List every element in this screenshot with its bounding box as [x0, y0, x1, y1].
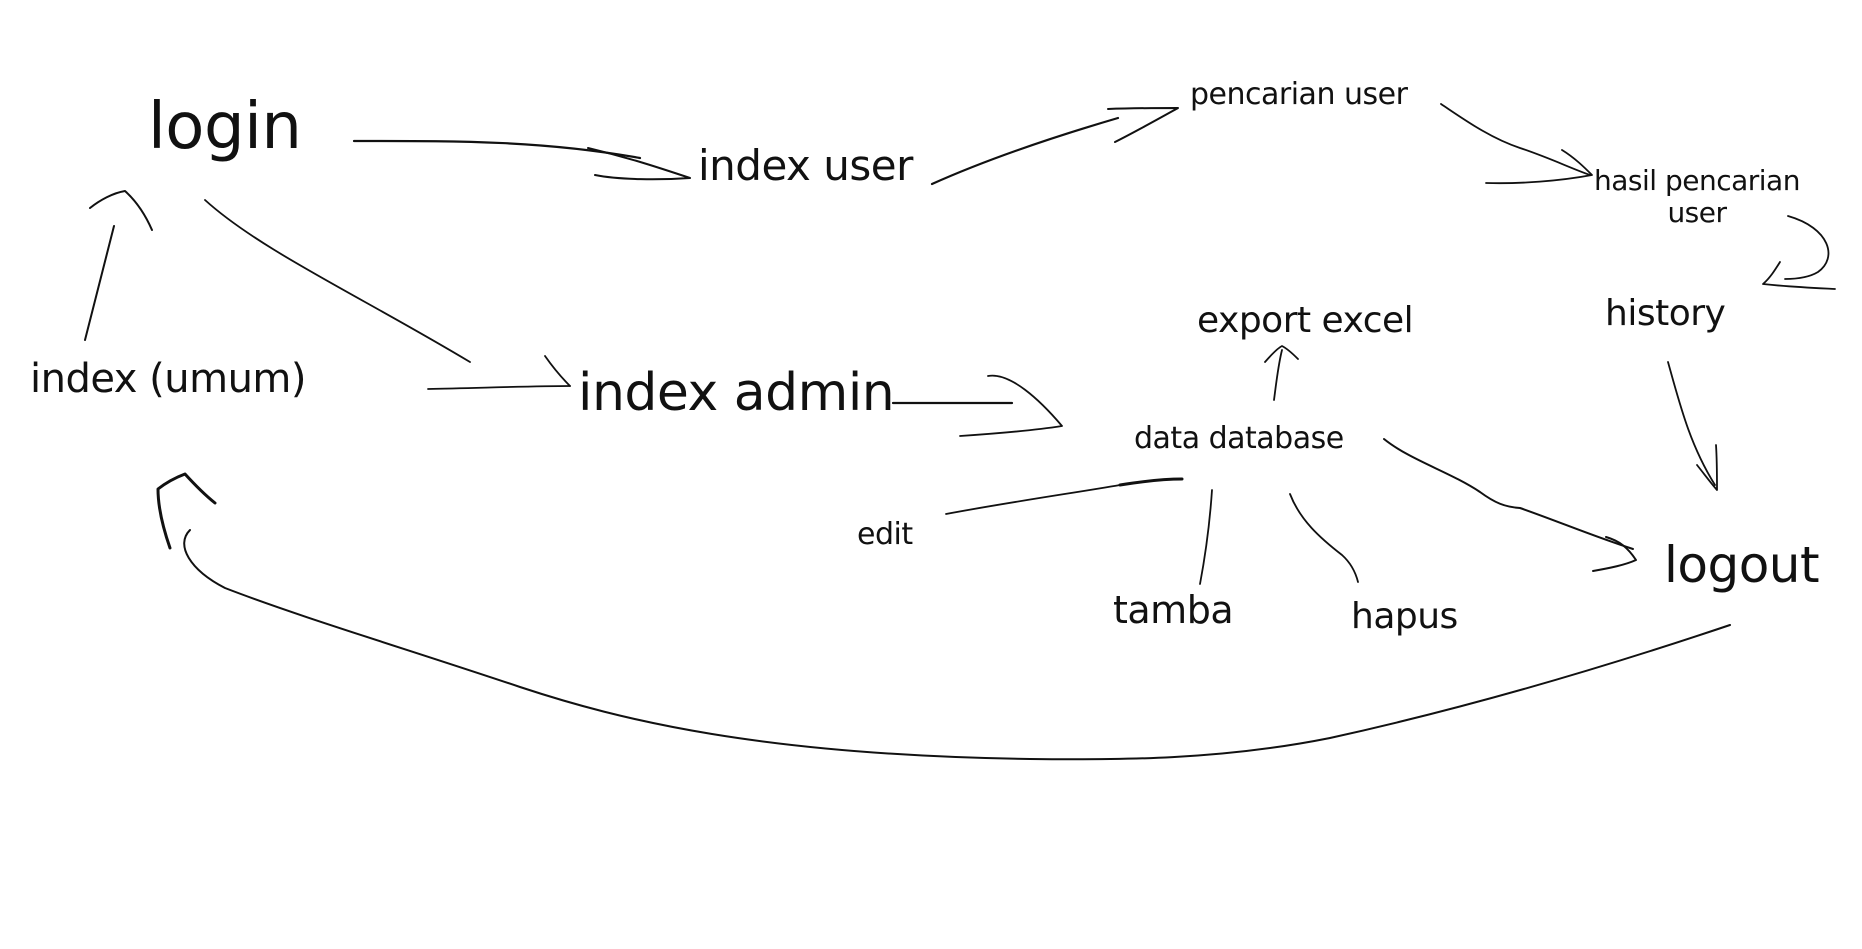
edge-index-user-to-pencarian-user	[930, 116, 1120, 186]
edge-data-to-logout	[1383, 438, 1634, 550]
edge-data-to-export-excel	[1273, 349, 1283, 401]
node-history: history	[1605, 293, 1726, 334]
edge-index-umum-to-index-admin	[427, 385, 571, 390]
edge-index-umum-to-login	[84, 225, 115, 341]
arrowhead-export-excel	[1264, 345, 1299, 363]
edge-history-to-logout	[1667, 361, 1716, 486]
edge-data-to-edit-thick	[1118, 477, 1184, 487]
edge-data-to-tamba	[1199, 489, 1213, 585]
node-edit: edit	[857, 517, 913, 552]
edge-logout-to-index-umum	[183, 529, 1731, 761]
arrowhead-logout-from-data	[1592, 536, 1637, 572]
edge-pencarian-to-hasil	[1440, 103, 1591, 176]
node-pencarian-user: pencarian user	[1190, 77, 1408, 112]
arrowhead-history	[1762, 261, 1836, 290]
arrowhead-index-umum-return	[156, 472, 217, 550]
arrowhead-index-admin-top	[544, 355, 571, 387]
arrowhead-pencarian-user	[1107, 107, 1179, 143]
node-index-admin: index admin	[578, 363, 895, 423]
arrowhead-index-user	[587, 147, 691, 181]
arrowhead-login-from-index-umum	[89, 190, 153, 231]
node-export-excel: export excel	[1197, 300, 1414, 341]
arrowhead-logout-from-history	[1696, 444, 1718, 491]
node-hapus: hapus	[1351, 596, 1458, 637]
node-tamba: tamba	[1113, 588, 1234, 632]
node-hasil-pencarian-user: hasil pencarian user	[1594, 164, 1800, 230]
node-login: login	[148, 90, 302, 164]
node-index-user: index user	[698, 141, 913, 190]
node-index-umum: index (umum)	[30, 356, 307, 402]
edge-hasil-to-history	[1784, 215, 1830, 280]
node-data-database: data database	[1134, 421, 1344, 456]
arrowhead-hasil-pencarian	[1485, 149, 1593, 185]
edge-login-to-index-admin	[204, 199, 471, 363]
edge-data-to-hapus	[1289, 493, 1359, 583]
edge-data-to-edit	[945, 484, 1121, 515]
arrowhead-data-database	[959, 374, 1063, 437]
node-logout: logout	[1664, 536, 1820, 594]
